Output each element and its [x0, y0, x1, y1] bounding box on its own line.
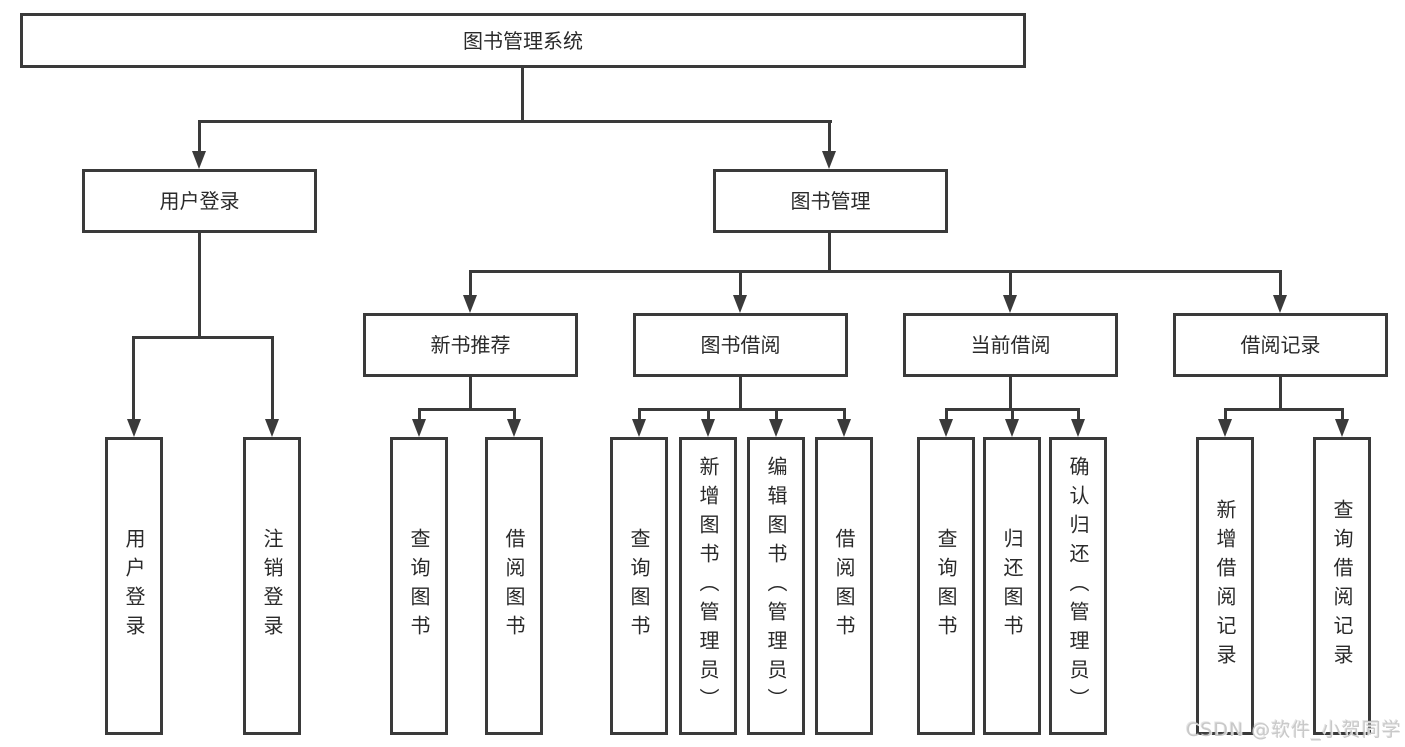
- connector-line: [418, 408, 421, 421]
- node-label: 查询图书: [627, 528, 651, 644]
- connector-line: [198, 233, 201, 338]
- node-label: 新增借阅记录: [1213, 499, 1237, 673]
- connector-line: [132, 336, 274, 339]
- node-add-borrow-record: 新增借阅记录: [1196, 437, 1254, 735]
- node-user-login-action: 用户登录: [105, 437, 163, 735]
- node-label: 新书推荐: [430, 333, 511, 357]
- connector-line: [521, 68, 524, 123]
- node-label: 用户登录: [122, 528, 146, 644]
- csdn-watermark: CSDN @软件_小贺同学: [1186, 719, 1402, 741]
- node-label: 归还图书: [1000, 528, 1024, 644]
- node-label: 查询图书: [407, 528, 431, 644]
- node-query-books: 查询图书: [610, 437, 668, 735]
- arrow-down-icon: [939, 419, 953, 437]
- connector-line: [828, 233, 831, 272]
- connector-line: [739, 270, 742, 297]
- connector-line: [1077, 408, 1080, 421]
- node-label: 注销登录: [260, 528, 284, 644]
- node-logout: 注销登录: [243, 437, 301, 735]
- connector-line: [198, 120, 201, 154]
- connector-line: [469, 377, 472, 410]
- connector-line: [1279, 377, 1282, 410]
- node-label: 图书借阅: [700, 333, 781, 357]
- node-confirm-return-admin: 确认归还（管理员）: [1049, 437, 1107, 735]
- node-library-system: 图书管理系统: [20, 13, 1026, 68]
- arrow-down-icon: [1335, 419, 1349, 437]
- node-label: 借阅图书: [832, 528, 856, 644]
- node-label: 图书管理系统: [463, 28, 583, 53]
- node-label: 查询借阅记录: [1330, 499, 1354, 673]
- node-borrow-books: 借阅图书: [815, 437, 873, 735]
- arrow-down-icon: [1071, 419, 1085, 437]
- connector-line: [1279, 270, 1282, 297]
- arrow-down-icon: [769, 419, 783, 437]
- node-query-borrow-record: 查询借阅记录: [1313, 437, 1371, 735]
- connector-line: [739, 377, 742, 410]
- connector-line: [418, 408, 516, 411]
- arrow-down-icon: [701, 419, 715, 437]
- node-edit-book-admin: 编辑图书（管理员）: [747, 437, 805, 735]
- arrow-down-icon: [1218, 419, 1232, 437]
- connector-line: [1009, 270, 1012, 297]
- arrow-down-icon: [127, 419, 141, 437]
- node-label: 确认归还（管理员）: [1066, 455, 1090, 717]
- arrow-down-icon: [192, 151, 206, 169]
- node-label: 借阅图书: [502, 528, 526, 644]
- connector-line: [1224, 408, 1227, 421]
- node-book-management: 图书管理: [713, 169, 948, 233]
- node-current-borrow: 当前借阅: [903, 313, 1118, 377]
- arrow-down-icon: [733, 295, 747, 313]
- connector-line: [1011, 408, 1014, 421]
- node-label: 新增图书（管理员）: [696, 455, 720, 717]
- connector-line: [1341, 408, 1344, 421]
- connector-line: [775, 408, 778, 421]
- node-borrow-record: 借阅记录: [1173, 313, 1388, 377]
- node-book-borrow: 图书借阅: [633, 313, 848, 377]
- connector-line: [638, 408, 641, 421]
- connector-line: [1224, 408, 1344, 411]
- connector-line: [469, 270, 472, 297]
- arrow-down-icon: [822, 151, 836, 169]
- arrow-down-icon: [632, 419, 646, 437]
- node-new-book-recommend: 新书推荐: [363, 313, 578, 377]
- node-add-book-admin: 新增图书（管理员）: [679, 437, 737, 735]
- connector-line: [132, 336, 135, 421]
- arrow-down-icon: [265, 419, 279, 437]
- connector-line: [945, 408, 948, 421]
- arrow-down-icon: [1273, 295, 1287, 313]
- arrow-down-icon: [507, 419, 521, 437]
- node-label: 编辑图书（管理员）: [764, 455, 788, 717]
- node-label: 查询图书: [934, 528, 958, 644]
- node-label: 图书管理: [790, 189, 871, 213]
- arrow-down-icon: [463, 295, 477, 313]
- arrow-down-icon: [837, 419, 851, 437]
- connector-line: [469, 270, 1282, 273]
- connector-line: [271, 336, 274, 421]
- node-return-book: 归还图书: [983, 437, 1041, 735]
- connector-line: [843, 408, 846, 421]
- connector-line: [707, 408, 710, 421]
- node-user-login: 用户登录: [82, 169, 317, 233]
- node-borrow-books: 借阅图书: [485, 437, 543, 735]
- node-query-books: 查询图书: [390, 437, 448, 735]
- connector-line: [513, 408, 516, 421]
- arrow-down-icon: [412, 419, 426, 437]
- node-label: 当前借阅: [970, 333, 1051, 357]
- arrow-down-icon: [1005, 419, 1019, 437]
- node-label: 用户登录: [159, 189, 240, 213]
- connector-line: [638, 408, 846, 411]
- arrow-down-icon: [1003, 295, 1017, 313]
- node-label: 借阅记录: [1240, 333, 1321, 357]
- connector-line: [1009, 377, 1012, 410]
- connector-line: [828, 120, 831, 154]
- connector-line: [198, 120, 832, 123]
- node-query-books: 查询图书: [917, 437, 975, 735]
